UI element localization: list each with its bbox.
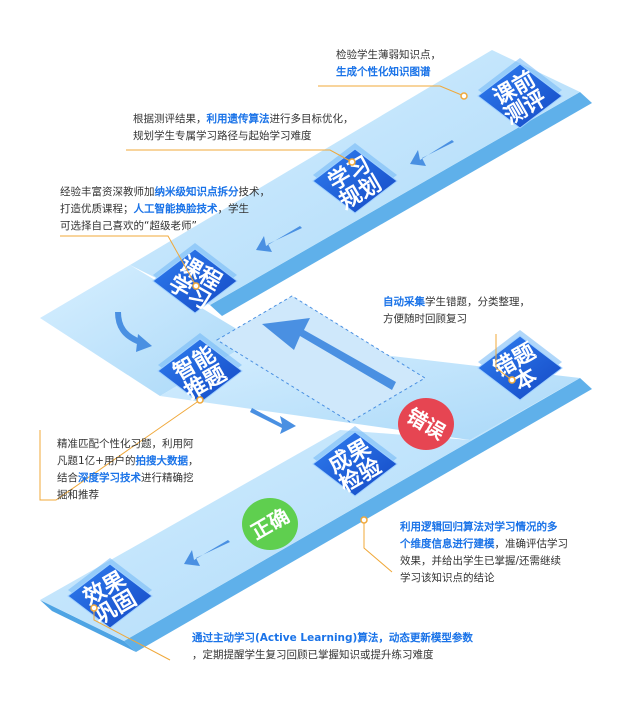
annotation-consolidate: 通过主动学习(Active Learning)算法，动态更新模型参数 ，定期提醒… xyxy=(192,630,473,664)
annotation-text: 精准匹配个性化习题，利用阿 xyxy=(57,438,194,450)
arrow-5 xyxy=(184,540,230,566)
arrow-1 xyxy=(410,140,454,166)
annotation-highlight: 利用逻辑回归算法对学习情况的多 xyxy=(400,521,558,533)
leader-6 xyxy=(363,520,393,573)
annotation-text: 结合 xyxy=(57,472,78,484)
tile-face xyxy=(477,335,563,401)
annotation-highlight: 拍搜大数据 xyxy=(135,455,188,467)
leader-2 xyxy=(126,149,353,163)
annotation-class-test: 检验学生薄弱知识点， 生成个性化知识图谱 xyxy=(336,47,441,81)
leader-5 xyxy=(39,399,201,501)
tile-face xyxy=(312,431,398,497)
annotation-text: 学习该知识点的结论 xyxy=(400,572,495,584)
leader-3 xyxy=(60,235,197,287)
annotation-result-check: 利用逻辑回归算法对学习情况的多 个维度信息进行建模，准确评估学习 效果，并给出学… xyxy=(400,519,568,587)
leader-4 xyxy=(495,334,513,381)
path-wall-upper xyxy=(210,92,592,316)
arrow-2 xyxy=(256,226,302,252)
annotation-text: 进行精确挖 xyxy=(141,472,194,484)
annotation-highlight: 人工智能换脸技术 xyxy=(133,203,218,215)
annotation-text: 掘和推荐 xyxy=(57,489,99,501)
annotation-text: 学生错题，分类整理， xyxy=(425,296,530,308)
path-wall-front xyxy=(40,600,136,652)
path-lower-band xyxy=(40,378,580,641)
annotation-highlight: 个维度信息进行建模 xyxy=(400,538,495,550)
annotation-text: ，学生 xyxy=(217,203,250,215)
annotation-highlight: 纳米级知识点拆分 xyxy=(154,186,239,198)
step-tile-wrong-book: 错题本 xyxy=(477,330,563,401)
arrow-4 xyxy=(250,408,296,434)
annotation-text: 规划学生专属学习路径与起始学习难度 xyxy=(133,130,312,142)
annotation-wrong-book: 自动采集学生错题，分类整理， 方便随时回顾复习 xyxy=(383,294,530,328)
tile-face xyxy=(152,248,238,314)
leader-7 xyxy=(93,608,171,661)
result-wrong: 错误 xyxy=(398,398,454,450)
annotation-text: 检验学生薄弱知识点， xyxy=(336,49,441,61)
result-correct: 正确 xyxy=(242,498,298,550)
annotation-text: 技术， xyxy=(238,186,271,198)
annotation-smart-push: 精准匹配个性化习题，利用阿 凡题1亿+用户的拍搜大数据， 结合深度学习技术进行精… xyxy=(57,436,198,504)
annotation-text: 效果，并给出学生已掌握/还需继续 xyxy=(400,555,562,567)
annotation-text: 凡题1亿+用户的 xyxy=(57,455,136,467)
flow-arrows xyxy=(115,140,454,566)
annotation-text: 进行多目标优化， xyxy=(269,113,354,125)
annotation-text: ，准确评估学习 xyxy=(494,538,569,550)
annotation-highlight: 深度学习技术 xyxy=(78,472,141,484)
annotation-text: ， xyxy=(187,455,199,467)
annotation-highlight: 通过主动学习(Active Learning)算法，动态更新模型参数 xyxy=(192,632,473,644)
path-wall-lower xyxy=(124,378,592,652)
leader-lines xyxy=(39,85,513,661)
step-tile-consolidate: 效果巩固 xyxy=(67,558,153,630)
tile-face xyxy=(312,148,398,214)
step-tile-study-plan: 学习规划 xyxy=(312,143,398,215)
arrow-3-head xyxy=(136,334,152,352)
leader-1 xyxy=(318,85,465,97)
annotation-text: 可选择自己喜欢的“超级老师” xyxy=(60,220,197,232)
annotation-highlight: 自动采集 xyxy=(383,296,425,308)
annotation-text: ，定期提醒学生复习回顾已掌握知识或提升练习难度 xyxy=(192,649,434,661)
annotation-text: 根据测评结果， xyxy=(133,113,207,125)
annotation-study-plan: 根据测评结果，利用遗传算法进行多目标优化， 规划学生专属学习路径与起始学习难度 xyxy=(133,111,354,145)
step-tile-course-learning: 课程学习 xyxy=(152,243,238,315)
annotation-highlight: 利用遗传算法 xyxy=(206,113,270,125)
arrow-loop-back xyxy=(262,318,396,390)
leader-dots xyxy=(90,92,516,612)
arrow-3 xyxy=(115,311,142,345)
annotation-text: 方便随时回顾复习 xyxy=(383,313,467,325)
annotation-text: 打造优质课程； xyxy=(60,203,134,215)
tile-face xyxy=(477,63,563,129)
annotation-text: 经验丰富资深教师加 xyxy=(60,186,155,198)
annotation-course-learning: 经验丰富资深教师加纳米级知识点拆分技术， 打造优质课程；人工智能换脸技术，学生 … xyxy=(60,184,270,235)
step-tile-smart-push: 智能推题 xyxy=(157,333,243,405)
annotation-highlight: 生成个性化知识图谱 xyxy=(336,66,431,78)
